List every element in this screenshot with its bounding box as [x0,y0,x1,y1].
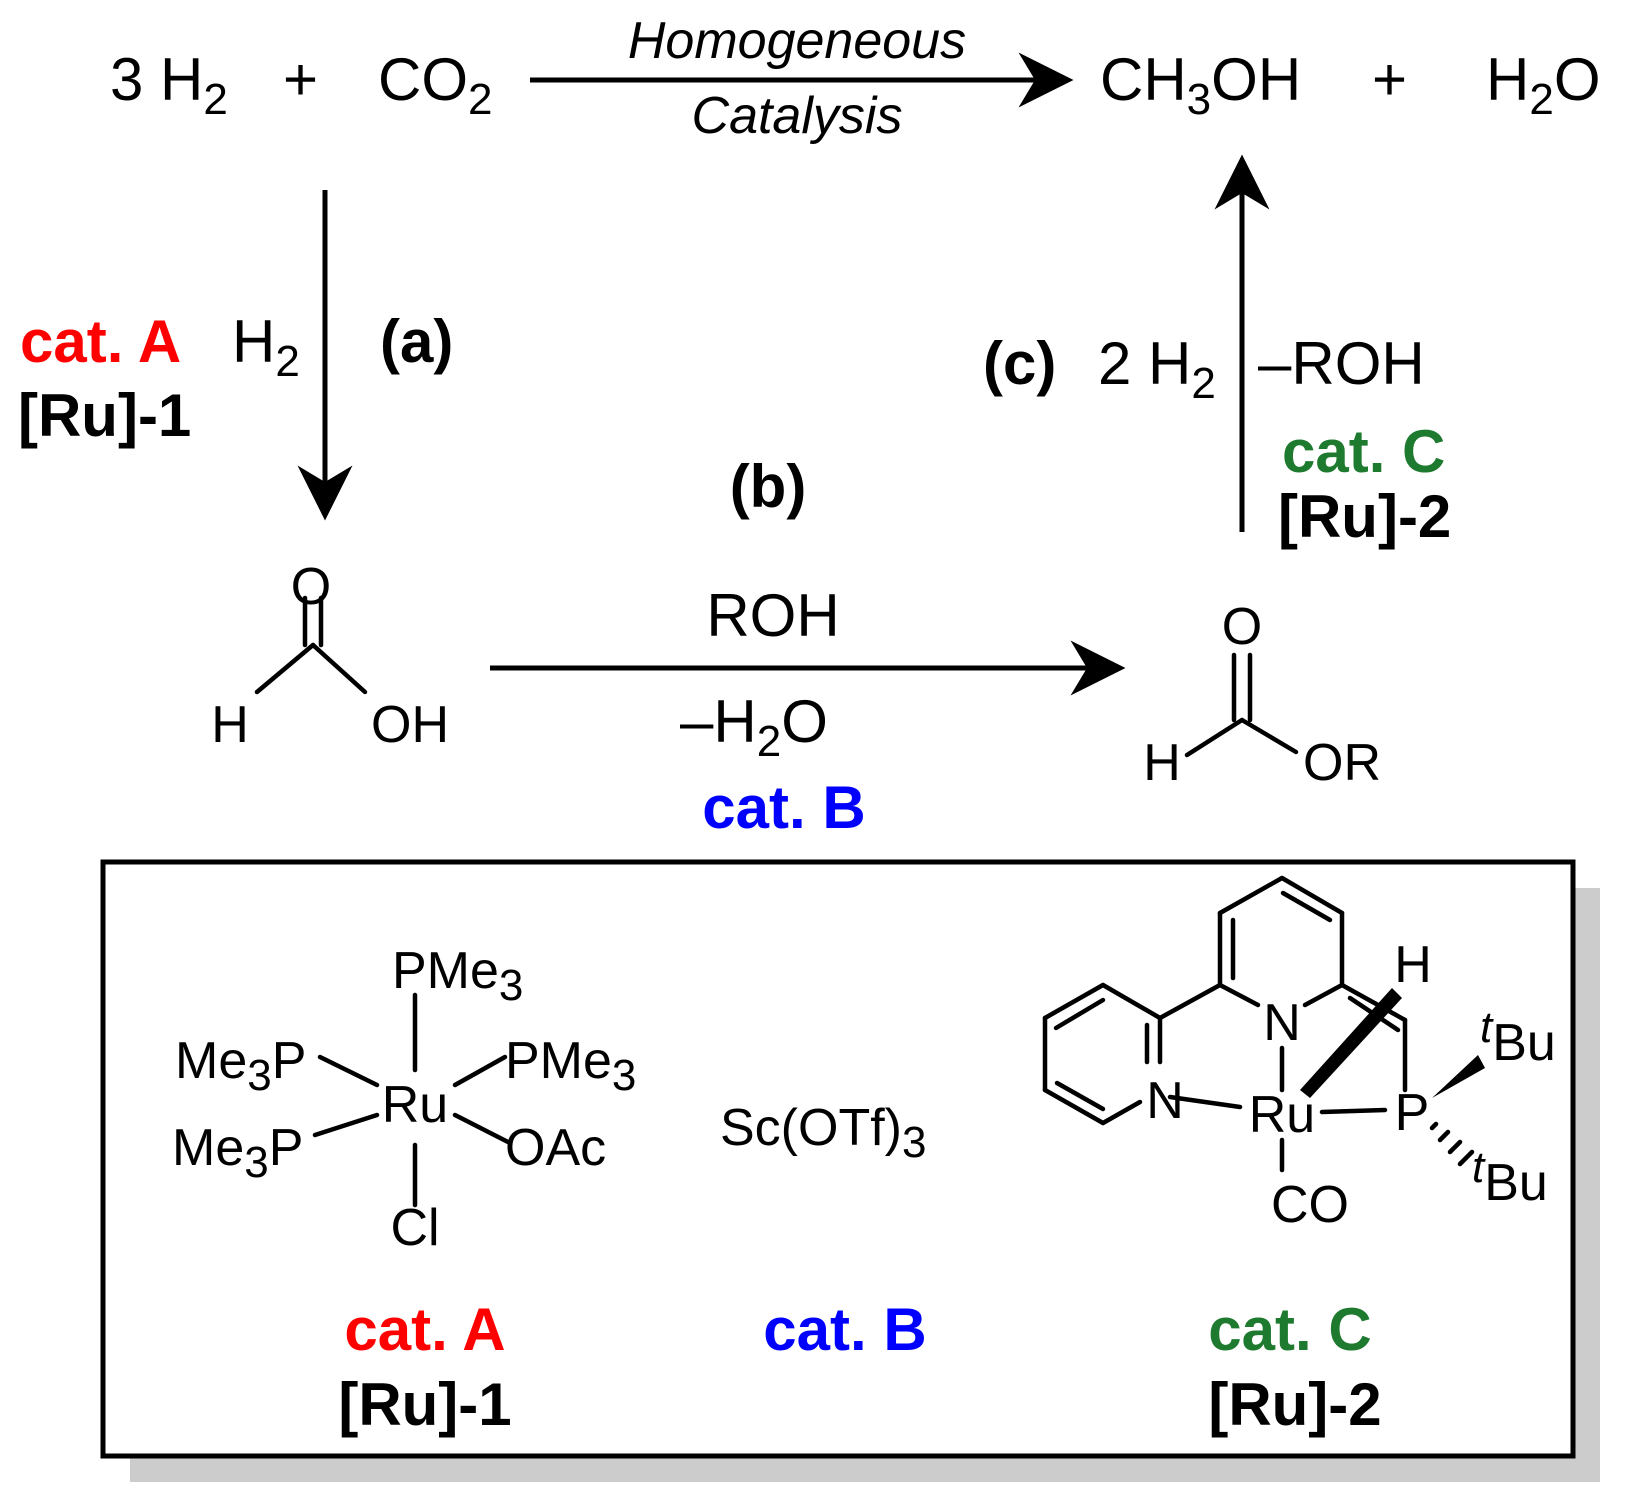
arrow-label-homogeneous: Homogeneous [628,12,966,70]
catalyst-a-structure: Ru PMe3 Me3P PMe3 Me3P OAc Cl cat. A [Ru… [172,942,636,1438]
cat-c-tert-butyl-upper: tBu [1480,1003,1556,1072]
plus-sign-left: + [283,46,318,113]
step-a: cat. A [Ru]-1 H2 (a) [18,190,453,521]
formic-acid-hydrogen: H [211,696,249,754]
cat-a-ligand-upper-right: PMe3 [505,1032,636,1100]
cat-c-label: cat. C [1208,1296,1371,1363]
overall-reaction: 3 H2 + CO2 Homogeneous Catalysis CH3OH +… [110,12,1601,145]
step-b-label: (b) [730,453,807,520]
step-c-label: (c) [983,330,1056,397]
cat-c-metal: Ru [1249,1086,1315,1144]
cat-a-ligand-lower-left: Me3P [172,1119,303,1187]
cat-c-phosphorus: P [1395,1084,1430,1142]
cat-a-label: cat. A [344,1296,505,1363]
reactant-carbon-dioxide: CO2 [378,46,492,124]
plus-sign-right: + [1372,46,1407,113]
arrow-label-catalysis: Catalysis [692,87,903,145]
catalyst-b-structure: Sc(OTf)3 cat. B [720,1099,927,1363]
formic-acid-hydroxyl: OH [371,696,449,754]
formate-ester: O H OR [1143,598,1381,792]
cat-c-tert-butyl-lower: tBu [1472,1143,1548,1212]
cat-c-nitrogen-pyridyl: N [1146,1072,1184,1130]
catalyst-box [100,859,1600,1482]
product-water: H2O [1486,46,1601,124]
step-c-reagent: 2 H2 [1098,330,1216,408]
cat-a-ligand-upper-left: Me3P [175,1032,306,1100]
step-b-byproduct: –H2O [680,688,828,766]
step-b-catalyst: cat. B [702,774,865,841]
cat-a-metal: Ru [382,1076,448,1134]
step-c-catalyst-id: [Ru]-2 [1278,483,1451,550]
reactant-hydrogen: 3 H2 [110,46,228,124]
step-b-reagent: ROH [706,582,839,649]
step-b: (b) ROH –H2O cat. B [490,453,1126,841]
cat-a-ligand-lower-right: OAc [505,1119,606,1177]
step-c: (c) 2 H2 –ROH cat. C [Ru]-2 [983,154,1451,550]
formic-acid: O H OH [211,558,449,754]
product-methanol: CH3OH [1100,46,1301,124]
cat-b-label: cat. B [763,1296,926,1363]
catalyst-box-frame [100,859,1576,1459]
formate-ester-alkoxy: OR [1303,734,1381,792]
cat-c-id: [Ru]-2 [1208,1371,1381,1438]
catalyst-c-structure: N N Ru H P tBu tBu CO cat. C [Ru]-2 [1042,875,1556,1438]
step-c-byproduct: –ROH [1258,330,1425,397]
cat-a-id: [Ru]-1 [338,1371,511,1438]
cat-b-formula: Sc(OTf)3 [720,1099,926,1167]
cat-a-ligand-bottom: Cl [390,1199,439,1257]
step-c-catalyst: cat. C [1282,418,1445,485]
cat-c-carbonyl: CO [1271,1176,1349,1234]
step-a-catalyst: cat. A [20,308,181,375]
cat-c-hydride: H [1394,936,1432,994]
formate-ester-hydrogen: H [1143,734,1181,792]
step-a-reagent: H2 [232,308,300,386]
formic-acid-oxygen: O [291,558,331,616]
step-a-catalyst-id: [Ru]-1 [18,382,191,449]
cat-c-nitrogen-central: N [1263,994,1301,1052]
step-a-label: (a) [380,308,453,375]
formate-ester-oxygen: O [1222,598,1262,656]
cat-a-ligand-top: PMe3 [392,942,523,1010]
